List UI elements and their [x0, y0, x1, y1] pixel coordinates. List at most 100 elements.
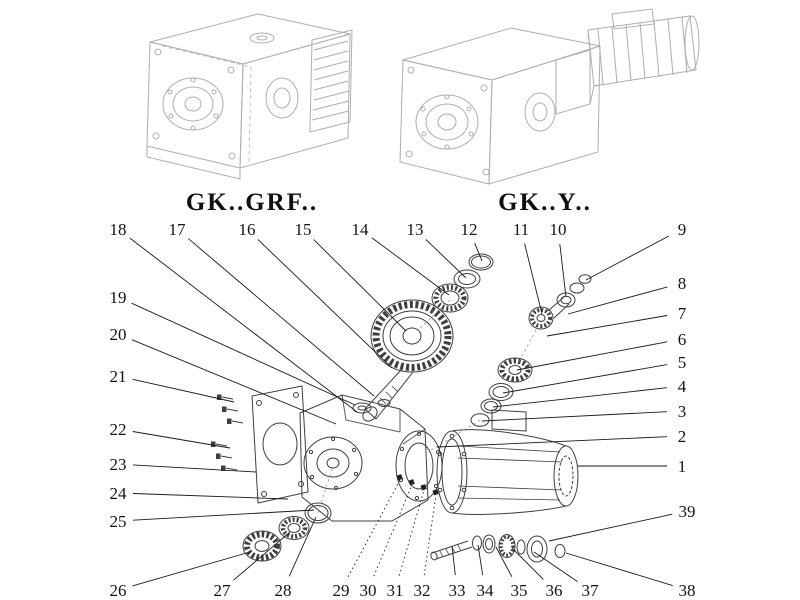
callout-number-8: 8 [678, 274, 687, 293]
leader-line-3 [481, 411, 668, 422]
leader-line-21 [132, 378, 235, 403]
cooling-fins-left-view [311, 40, 350, 121]
callout-number-17: 17 [169, 220, 187, 239]
callout-number-5: 5 [678, 353, 687, 372]
callout-number-20: 20 [110, 325, 127, 344]
callout-number-32: 32 [414, 581, 431, 600]
callout-number-23: 23 [110, 455, 127, 474]
model-label-right: GK..Y.. [498, 189, 592, 216]
callout-number-33: 33 [449, 581, 466, 600]
callout-number-36: 36 [546, 581, 563, 600]
callout-number-28: 28 [275, 581, 292, 600]
leader-line-37 [533, 551, 578, 582]
alignment-lines [317, 299, 542, 514]
callout-labels: 1234567891011121314151617181920212223242… [110, 220, 696, 600]
leader-line-16 [257, 239, 393, 369]
leader-line-18 [129, 237, 358, 413]
gear-housing [299, 394, 443, 522]
callout-number-26: 26 [110, 581, 127, 600]
leader-line-38 [565, 552, 673, 587]
callout-number-13: 13 [407, 220, 424, 239]
leader-line-26 [132, 551, 251, 587]
callout-number-19: 19 [110, 288, 127, 307]
leader-line-12 [474, 242, 483, 262]
leader-lines [129, 235, 673, 587]
callout-number-29: 29 [333, 581, 350, 600]
leader-line-30 [373, 484, 413, 577]
leader-line-7 [546, 315, 668, 337]
leader-line-31 [398, 489, 425, 576]
output-cover-set [242, 502, 332, 562]
leader-line-24 [132, 493, 289, 500]
leader-line-22 [132, 431, 231, 449]
callout-number-11: 11 [513, 220, 529, 239]
leader-line-25 [132, 509, 315, 521]
terminal-box [491, 409, 527, 432]
callout-number-27: 27 [214, 581, 232, 600]
callout-number-4: 4 [678, 377, 687, 396]
leader-line-36 [511, 547, 544, 580]
motor-fins [457, 445, 563, 501]
leader-line-13 [425, 239, 467, 279]
callout-number-22: 22 [110, 420, 127, 439]
callout-number-6: 6 [678, 330, 687, 349]
leader-line-32 [423, 494, 437, 576]
leader-line-10 [559, 243, 567, 298]
leader-line-9 [585, 235, 670, 281]
leader-line-8 [567, 286, 668, 315]
leader-line-2 [436, 436, 668, 448]
callout-number-24: 24 [110, 484, 128, 503]
exploded-assembly [211, 253, 592, 563]
leader-line-33 [451, 545, 456, 576]
mounting-flange-plate [251, 385, 309, 504]
callout-number-16: 16 [239, 220, 256, 239]
callout-number-7: 7 [678, 304, 687, 323]
leader-line-28 [288, 516, 317, 577]
leader-line-29 [347, 479, 401, 578]
callout-number-3: 3 [678, 402, 687, 421]
callout-number-38: 38 [679, 581, 696, 600]
assembled-view-gk-grf [146, 13, 353, 180]
leader-line-15 [313, 239, 407, 332]
callout-number-9: 9 [678, 220, 687, 239]
leader-line-35 [495, 546, 513, 578]
motor-body-top-view [587, 15, 697, 87]
callout-number-31: 31 [387, 581, 404, 600]
flange-bolts [211, 394, 244, 471]
upper-bearing-set [431, 253, 494, 313]
leader-line-17 [188, 238, 375, 397]
leader-line-27 [233, 531, 291, 581]
leader-line-6 [516, 341, 668, 371]
output-shaft-assembly [430, 534, 566, 563]
leader-line-4 [492, 387, 668, 408]
callout-number-14: 14 [352, 220, 370, 239]
callout-number-2: 2 [678, 427, 687, 446]
callout-number-34: 34 [477, 581, 495, 600]
callout-number-15: 15 [295, 220, 312, 239]
fastener-plugs [396, 474, 439, 496]
input-pinion-assembly [470, 274, 592, 427]
leader-line-5 [502, 364, 668, 394]
callout-number-35: 35 [511, 581, 528, 600]
leader-line-39 [548, 513, 673, 542]
callout-number-10: 10 [550, 220, 567, 239]
callout-number-12: 12 [461, 220, 478, 239]
callout-number-30: 30 [360, 581, 377, 600]
assembled-view-gk-y [399, 8, 700, 185]
motor [436, 409, 579, 515]
callout-number-37: 37 [582, 581, 600, 600]
leader-line-11 [524, 243, 543, 315]
leader-line-14 [371, 237, 450, 296]
callout-number-21: 21 [110, 367, 127, 386]
leader-line-23 [132, 464, 257, 473]
callout-number-1: 1 [678, 457, 687, 476]
callout-number-39: 39 [679, 502, 696, 521]
leader-line-20 [131, 339, 337, 425]
leader-line-19 [131, 302, 356, 406]
callout-number-18: 18 [110, 220, 127, 239]
model-label-left: GK..GRF.. [186, 189, 318, 216]
callout-number-25: 25 [110, 512, 127, 531]
terminal-box-top-view [611, 8, 655, 30]
